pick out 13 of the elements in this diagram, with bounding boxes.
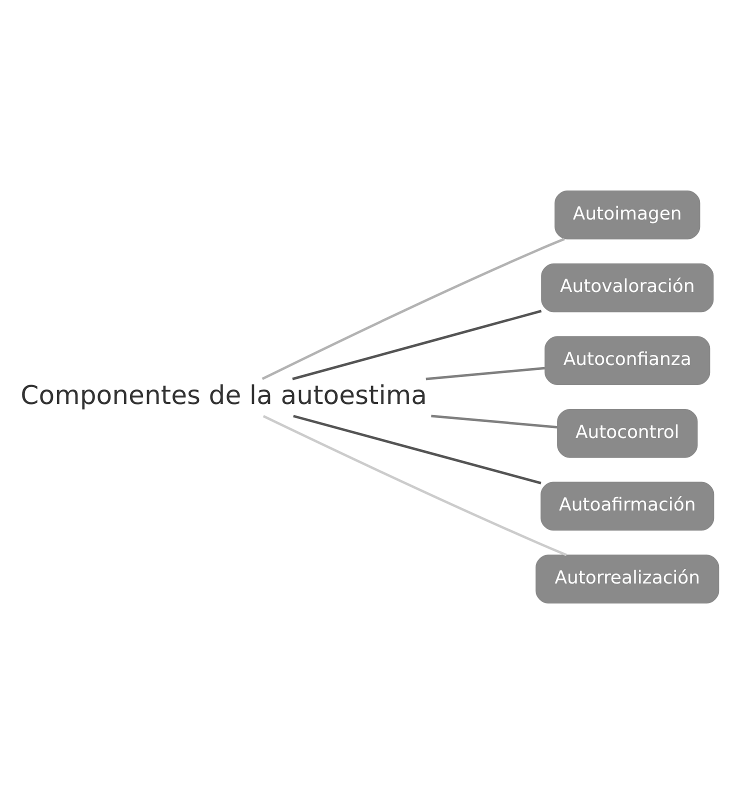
connector [262, 238, 565, 380]
node-box: Autoconfianza [544, 336, 710, 386]
node-box: Autoafirmación [540, 482, 714, 531]
node-text: Componentes de la autoestima [20, 380, 428, 411]
connector [431, 414, 558, 428]
node-box: Autovaloración [541, 263, 714, 312]
node-box: Autorrealización [536, 554, 720, 604]
connector [292, 310, 542, 380]
connector [262, 415, 567, 556]
connector [293, 414, 542, 484]
connector [426, 366, 545, 380]
node-box: Autocontrol [557, 408, 698, 458]
node-box: Autoimagen [554, 190, 700, 240]
